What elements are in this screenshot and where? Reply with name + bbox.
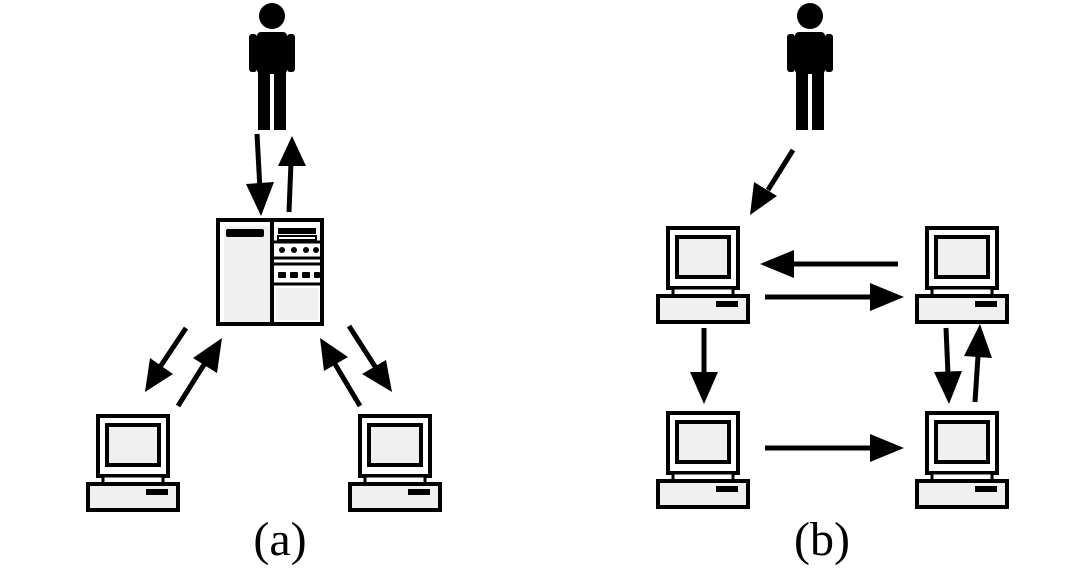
- arrow-computer-top-right-to-bottom-right: [934, 327, 962, 404]
- diagram-a: (a): [86, 3, 442, 566]
- arrow-user-to-computer-top-left: [750, 148, 796, 215]
- computer-icon-b-bottom-right: [915, 411, 1009, 509]
- caption-b: (b): [794, 513, 850, 566]
- diagram-b: (b): [656, 3, 1009, 566]
- server-icon: [216, 218, 324, 326]
- arrow-server-to-computer-right: [346, 324, 392, 392]
- arrow-computer-bottom-right-to-top-right: [964, 324, 992, 403]
- user-icon-a: [249, 3, 295, 130]
- arrow-server-to-computer-left: [145, 326, 189, 392]
- arrow-computer-top-left-to-top-right: [765, 283, 904, 311]
- arrow-computer-right-to-server: [320, 338, 363, 408]
- computer-icon-b-bottom-left: [656, 411, 750, 509]
- arrow-computer-left-to-server: [175, 338, 222, 408]
- arrow-computer-top-right-to-top-left: [760, 250, 898, 278]
- caption-a: (a): [253, 513, 306, 566]
- arrow-computer-bottom-left-to-bottom-right: [765, 434, 904, 462]
- computer-icon-b-top-right: [915, 226, 1009, 324]
- computer-icon-a-right: [348, 414, 442, 512]
- arrow-computer-top-left-to-bottom-left: [690, 328, 718, 404]
- computer-icon-b-top-left: [656, 226, 750, 324]
- arrow-user-to-server: [246, 133, 274, 216]
- user-icon-b: [787, 3, 833, 130]
- arrow-server-to-user: [278, 136, 306, 213]
- computer-icon-a-left: [86, 414, 180, 512]
